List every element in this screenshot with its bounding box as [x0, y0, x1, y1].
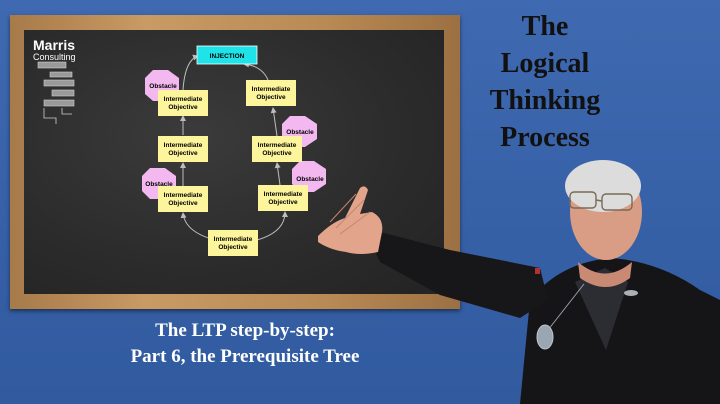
objective-line1: Intermediate: [252, 86, 291, 93]
obstacle-label: Obstacle: [296, 176, 324, 183]
obstacle-label: Obstacle: [286, 129, 314, 136]
obstacle-label: Obstacle: [149, 83, 177, 90]
main-title: The Logical Thinking Process: [470, 8, 620, 156]
objective-line1: Intermediate: [164, 192, 203, 199]
objective-line1: Intermediate: [214, 236, 253, 243]
marris-logo: Marris Consulting: [33, 38, 76, 62]
logo-name: Marris: [33, 37, 76, 53]
injection-node: INJECTION: [196, 45, 258, 65]
subtitle-line: The LTP step-by-step:: [155, 320, 335, 341]
objective-line1: Intermediate: [164, 96, 203, 103]
title-line: Thinking: [489, 85, 601, 116]
objective-line2: Objective: [268, 199, 298, 206]
title-line: Logical: [500, 48, 590, 79]
objective-line2: Objective: [256, 94, 286, 101]
objective-line2: Objective: [168, 200, 198, 207]
objective-line2: Objective: [262, 150, 292, 157]
objective-node-1: Intermediate Objective: [158, 90, 208, 116]
objective-node-5: Intermediate Objective: [252, 136, 302, 162]
objective-node-4: Intermediate Objective: [246, 80, 296, 106]
objective-line1: Intermediate: [264, 191, 303, 198]
injection-label: INJECTION: [210, 53, 245, 60]
objective-node-3: Intermediate Objective: [158, 186, 208, 212]
logo-tagline: Consulting: [33, 52, 76, 62]
objective-line1: Intermediate: [258, 142, 297, 149]
objective-node-7: Intermediate Objective: [208, 230, 258, 256]
obstacle-label: Obstacle: [145, 181, 173, 188]
objective-node-6: Intermediate Objective: [258, 185, 308, 211]
title-line: The: [521, 11, 569, 42]
objective-node-2: Intermediate Objective: [158, 136, 208, 162]
objective-line2: Objective: [168, 150, 198, 157]
subtitle-line: Part 6, the Prerequisite Tree: [130, 346, 360, 367]
objective-line2: Objective: [218, 244, 248, 251]
obstacle-node-4: Obstacle: [292, 161, 326, 192]
subtitle: The LTP step-by-step: Part 6, the Prereq…: [70, 318, 420, 370]
title-line: Process: [500, 122, 590, 153]
objective-line2: Objective: [168, 104, 198, 111]
objective-line1: Intermediate: [164, 142, 203, 149]
